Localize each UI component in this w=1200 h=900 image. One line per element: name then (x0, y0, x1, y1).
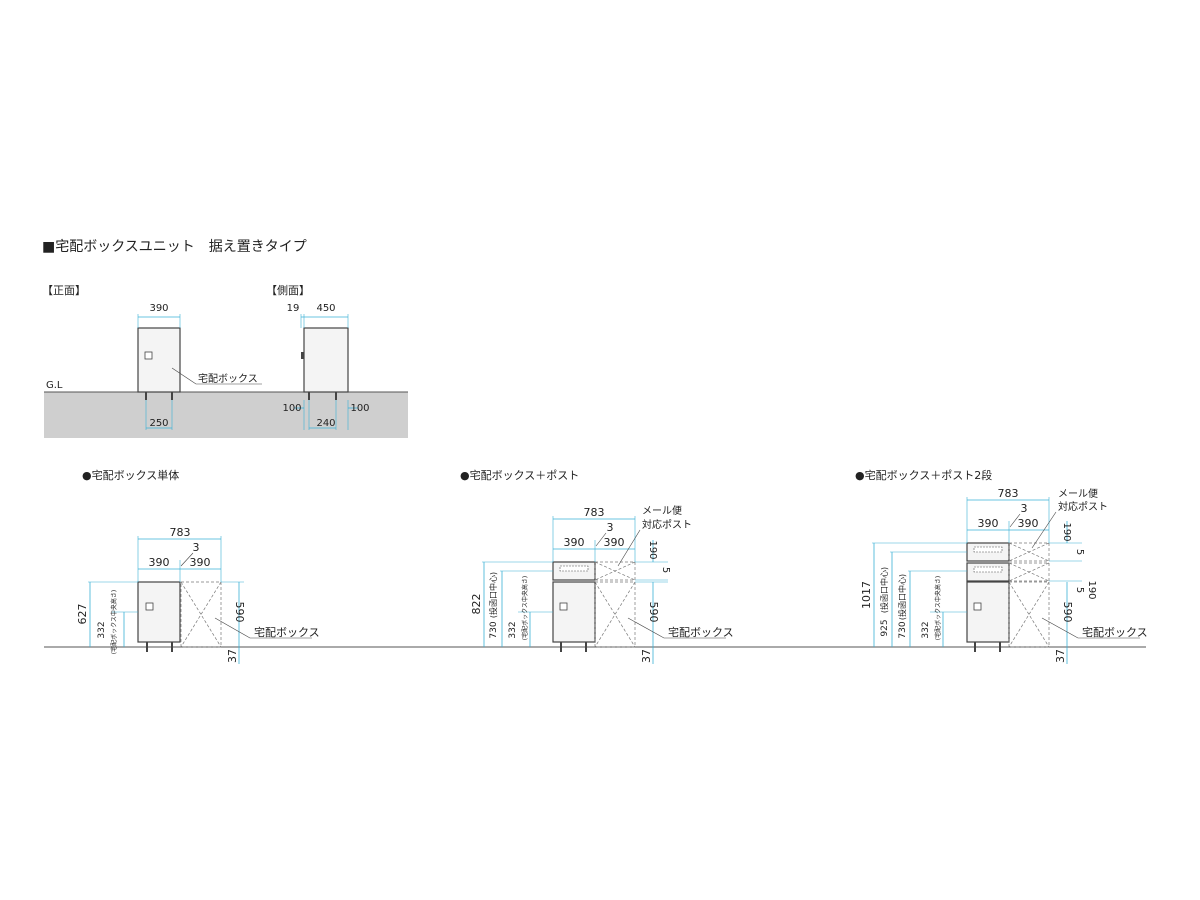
slot-high-note: (投函口中心) (879, 567, 889, 613)
callout-leader (214, 617, 312, 639)
total-height-value: 1017 (860, 581, 873, 609)
optional-post-outline (1008, 562, 1050, 582)
side-box (303, 327, 349, 393)
left-width-value: 390 (564, 536, 585, 549)
total-height-value: 822 (470, 594, 483, 615)
left-width-value: 390 (149, 556, 170, 569)
mail-slot (973, 566, 1003, 573)
side-leg-right-value: 100 (350, 403, 369, 414)
side-gap-value: 19 (287, 303, 300, 314)
body-height-value: 590 (233, 602, 246, 623)
optional-post-outline (1008, 542, 1050, 562)
post-height-top-value: 190 (1061, 522, 1072, 541)
lock-icon (144, 351, 153, 360)
slot-height-note: (投函口中心) (897, 574, 907, 620)
delivery-box (552, 581, 596, 643)
overall-width-value: 783 (998, 487, 1019, 500)
slot-high-value: 925 (880, 619, 890, 636)
center-height-value: 332 (508, 621, 518, 638)
side-view: 19 450 100 100 240 (282, 303, 370, 430)
callout-leader (627, 617, 726, 639)
post-label-line1: メール便 (642, 504, 682, 517)
front-box (137, 327, 181, 393)
lock-icon (145, 602, 154, 611)
section-heading: ●宅配ボックス単体 (82, 468, 179, 482)
gap-value: 3 (193, 541, 200, 554)
delivery-box (137, 581, 181, 643)
gl-label: G.L (46, 380, 63, 391)
overall-width-value: 783 (170, 526, 191, 539)
section-heading: ●宅配ボックス＋ポスト (460, 468, 579, 482)
section-single: ●宅配ボックス単体 783 390 390 3 627 332 (宅配ボックス中… (76, 468, 320, 664)
optional-post-outline (594, 561, 636, 581)
right-width-value: 390 (604, 536, 625, 549)
side-depth-value: 450 (316, 303, 335, 314)
front-view: 390 250 宅配ボックス (137, 303, 262, 430)
gap-value: 3 (1021, 502, 1028, 515)
delivery-box (966, 581, 1010, 643)
post-height-bottom-value: 190 (1086, 580, 1097, 599)
spacer-top-value: 5 (1074, 549, 1085, 555)
section-box-post: ●宅配ボックス＋ポスト 783 390 390 3 メール便 対応ポスト (460, 468, 734, 664)
callout-leader (171, 367, 262, 385)
center-height-value: 332 (97, 621, 107, 638)
center-height-note: (宅配ボックス中央高さ) (110, 590, 118, 655)
front-width-value: 390 (149, 303, 168, 314)
overall-width-value: 783 (584, 506, 605, 519)
side-view-label: 【側面】 (266, 284, 310, 297)
spacer-bottom-value: 5 (1074, 587, 1085, 593)
side-leg-span-value: 240 (316, 418, 335, 429)
body-height-value: 590 (1061, 602, 1074, 623)
center-height-note: (宅配ボックス中央高さ) (934, 576, 942, 641)
page-title: ■宅配ボックスユニット 据え置きタイプ (42, 239, 307, 255)
optional-box-outline (1008, 581, 1050, 648)
center-height-note: (宅配ボックス中央高さ) (521, 576, 529, 641)
slot-height-value: 730 (489, 621, 499, 638)
mail-slot (973, 546, 1003, 553)
center-height-value: 332 (921, 621, 931, 638)
callout-label: 宅配ボックス (254, 625, 320, 639)
callout-label: 宅配ボックス (1082, 625, 1148, 639)
optional-box-outline (180, 581, 222, 648)
leg-height-value: 37 (640, 649, 653, 663)
post-height-value: 190 (647, 540, 658, 559)
section-box-post-2tier: ●宅配ボックス＋ポスト2段 783 390 390 3 メール便 対応ポ (855, 468, 1148, 664)
slot-height-note: (投函口中心) (488, 572, 498, 618)
callout-leader (1041, 617, 1140, 639)
spacer-value: 5 (660, 567, 671, 573)
post-label-line2: 対応ポスト (642, 518, 692, 531)
post-label-line2: 対応ポスト (1058, 500, 1108, 513)
right-width-value: 390 (1018, 517, 1039, 530)
post-label-line1: メール便 (1058, 487, 1098, 500)
front-view-label: 【正面】 (42, 284, 86, 297)
front-leg-span-value: 250 (149, 418, 168, 429)
side-leg-left-value: 100 (282, 403, 301, 414)
callout-label: 宅配ボックス (668, 625, 734, 639)
section-heading: ●宅配ボックス＋ポスト2段 (855, 468, 992, 482)
mail-slot (559, 565, 589, 572)
front-callout: 宅配ボックス (198, 372, 258, 385)
total-height-value: 627 (76, 604, 89, 625)
body-height-value: 590 (647, 602, 660, 623)
lock-icon (973, 602, 982, 611)
optional-box-outline (594, 581, 636, 648)
handle-icon (301, 352, 304, 359)
left-width-value: 390 (978, 517, 999, 530)
leg-height-value: 37 (1054, 649, 1067, 663)
gap-value: 3 (607, 521, 614, 534)
slot-height-value: 730 (898, 621, 908, 638)
ground-block (44, 392, 408, 438)
leg-height-value: 37 (226, 649, 239, 663)
lock-icon (559, 602, 568, 611)
right-width-value: 390 (190, 556, 211, 569)
